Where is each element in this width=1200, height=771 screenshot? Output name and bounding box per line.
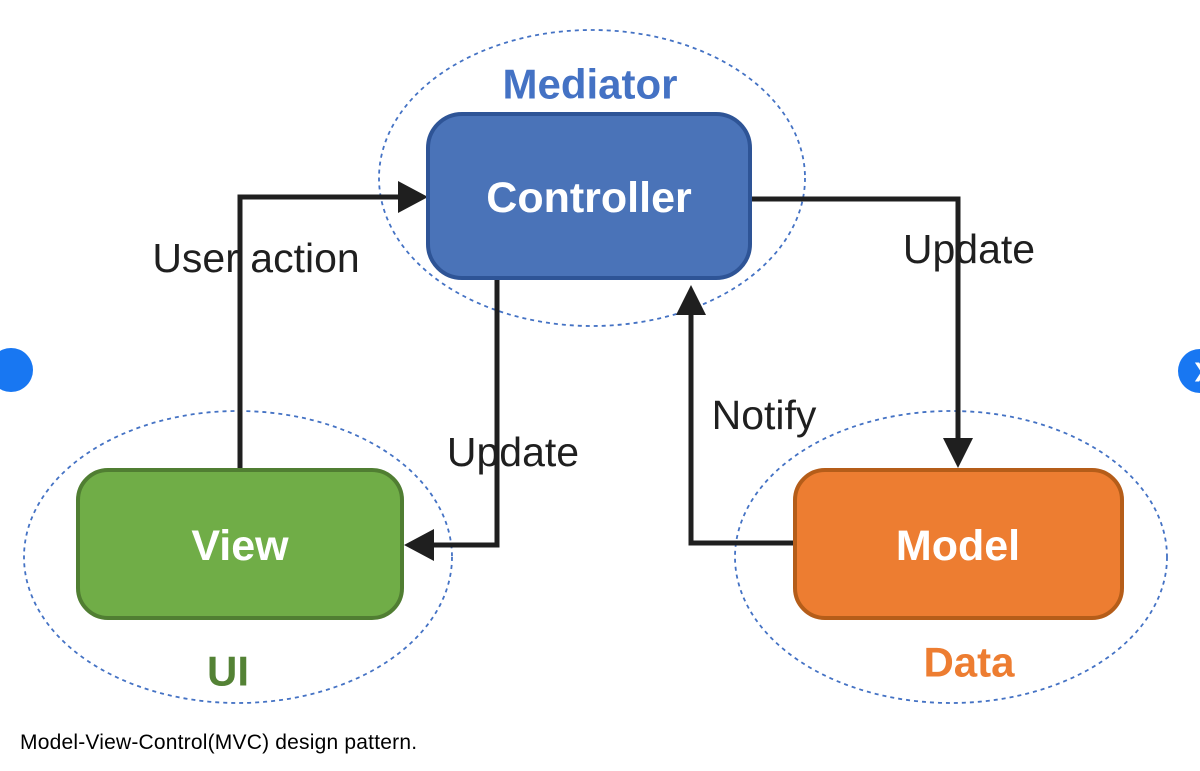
chevron-right-icon: ❯ (1192, 361, 1200, 381)
controller-node-label: Controller (486, 174, 692, 222)
carousel-next-button[interactable]: ❯ (1178, 349, 1200, 393)
update-view-arrow (428, 279, 500, 548)
view-node-label: View (191, 522, 289, 570)
view-node (76, 468, 404, 620)
ui-cluster-label: UI (207, 648, 249, 695)
update-model-arrow (750, 196, 961, 444)
figure-caption: Model-View-Control(MVC) design pattern. (20, 731, 418, 754)
update-model-arrowhead (943, 438, 973, 468)
model-node (793, 468, 1124, 620)
data-cluster-ellipse (734, 410, 1168, 704)
user-action-arrow (237, 194, 402, 471)
user-action-edge-label: User action (152, 235, 359, 281)
update-view-edge-label: Update (447, 429, 579, 475)
model-node-label: Model (896, 522, 1020, 570)
update-view-arrowhead (404, 529, 434, 561)
controller-node (426, 112, 752, 280)
mediator-cluster-label: Mediator (502, 61, 677, 108)
notify-arrow (688, 310, 795, 546)
notify-edge-label: Notify (712, 392, 817, 438)
notify-arrowhead (676, 285, 706, 315)
data-cluster-label: Data (923, 639, 1015, 686)
ui-cluster-ellipse (23, 410, 453, 704)
update-model-edge-label: Update (903, 226, 1035, 272)
mediator-cluster-ellipse (378, 29, 806, 327)
user-action-arrowhead (398, 181, 428, 213)
